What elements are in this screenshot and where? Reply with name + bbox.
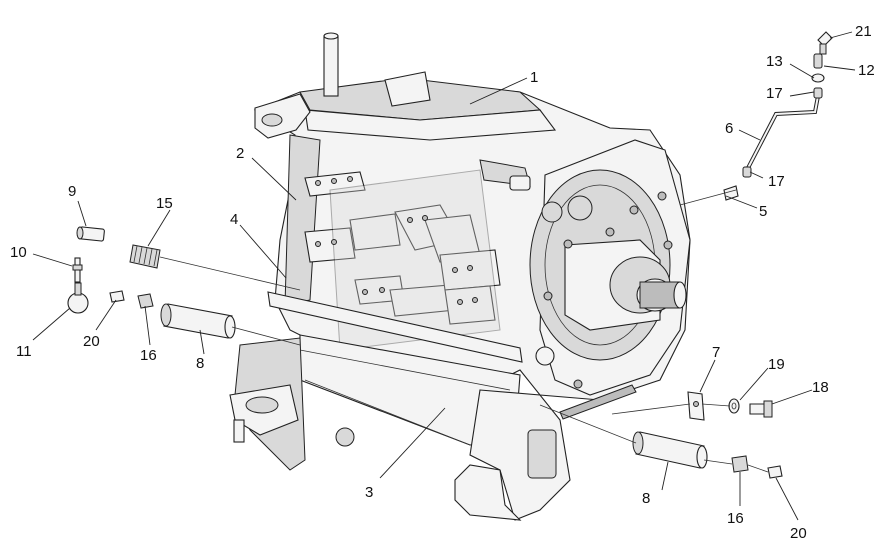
callout-3: 3 bbox=[365, 484, 373, 501]
part-12-13-union bbox=[811, 53, 825, 83]
callout-10: 10 bbox=[10, 244, 27, 261]
part-17-fitting-upper bbox=[813, 87, 823, 99]
part-20-plug-right bbox=[767, 465, 783, 479]
part-9-bolt bbox=[76, 226, 105, 242]
callout-8-right: 8 bbox=[642, 490, 650, 507]
part-8-sleeve-left bbox=[160, 303, 236, 339]
callout-9: 9 bbox=[68, 183, 76, 200]
callout-7: 7 bbox=[712, 344, 720, 361]
callout-20-left: 20 bbox=[83, 333, 100, 350]
callout-17-upper: 17 bbox=[766, 85, 783, 102]
callout-8-left: 8 bbox=[196, 355, 204, 372]
callout-labels: 1 2 3 4 5 6 7 8 8 9 10 11 12 13 15 16 16… bbox=[10, 23, 875, 542]
part-10-pin bbox=[72, 257, 83, 283]
callout-12: 12 bbox=[858, 62, 875, 79]
part-19-washer bbox=[728, 398, 740, 414]
callout-21: 21 bbox=[855, 23, 872, 40]
part-16-nut-left bbox=[137, 293, 154, 309]
callout-11: 11 bbox=[16, 343, 32, 360]
callout-18: 18 bbox=[812, 379, 829, 396]
part-20-plug-left bbox=[109, 290, 125, 303]
callout-2: 2 bbox=[236, 145, 244, 162]
part-15-spring bbox=[129, 244, 161, 269]
part-11-knob bbox=[67, 282, 89, 314]
callout-6: 6 bbox=[725, 120, 733, 137]
callout-13: 13 bbox=[766, 53, 783, 70]
callout-19: 19 bbox=[768, 356, 785, 373]
callout-5: 5 bbox=[759, 203, 767, 220]
gear-blocks bbox=[304, 169, 501, 351]
part-rail-bar bbox=[559, 384, 637, 420]
part-6-pipe bbox=[746, 95, 820, 169]
callout-20-right: 20 bbox=[790, 525, 807, 542]
part-16-nut-right bbox=[731, 455, 749, 473]
part-7-bracket bbox=[687, 391, 705, 421]
callout-15: 15 bbox=[156, 195, 173, 212]
callout-16-right: 16 bbox=[727, 510, 744, 527]
bottom-frame bbox=[229, 291, 571, 521]
part-17-fitting-lower bbox=[742, 166, 752, 178]
part-21-elbow bbox=[817, 31, 833, 55]
callout-16-left: 16 bbox=[140, 347, 157, 364]
leader-lines bbox=[32, 31, 856, 521]
part-18-bolt bbox=[749, 400, 773, 418]
part-8-sleeve-right bbox=[632, 431, 708, 469]
callout-17-lower: 17 bbox=[768, 173, 785, 190]
callout-4: 4 bbox=[230, 211, 238, 228]
callout-1: 1 bbox=[530, 69, 538, 86]
